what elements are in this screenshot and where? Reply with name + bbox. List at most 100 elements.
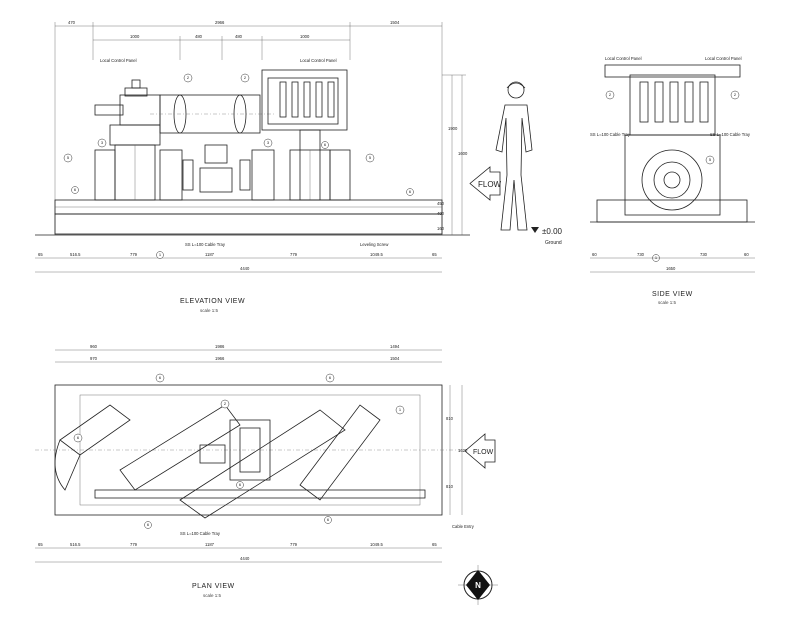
dim-elev-right-4: 400 bbox=[437, 211, 445, 216]
dim-plan-bottom-6: 1049.5 bbox=[370, 542, 383, 547]
elevation-bubbles: 2 2 3 3 5 5 6 6 1 6 bbox=[63, 73, 414, 259]
plan-bottom-dimensions: 65 516.5 779 1187 779 1049.5 65 4440 bbox=[35, 542, 442, 563]
bubble: 2 bbox=[244, 75, 247, 80]
dim-elev-right-3: 450 bbox=[437, 201, 445, 206]
elevation-view-scale: scale 1:5 bbox=[200, 308, 219, 313]
elevation-view: 470 2966 1504 1000 480 480 1000 Local Co… bbox=[35, 20, 563, 313]
dim-plan-bottom-5: 779 bbox=[290, 542, 298, 547]
dim-elev-bottom-2: 516.5 bbox=[70, 252, 81, 257]
elevation-pipe bbox=[150, 94, 275, 134]
plan-bubbles: 6 6 6 1 2 6 6 6 bbox=[73, 373, 405, 529]
side-dimensions: 60 730 730 60 1650 bbox=[590, 252, 755, 273]
side-cable-tray-left: SS L=100 Cable Tray bbox=[590, 132, 631, 137]
bubble: 1 bbox=[159, 252, 162, 257]
side-local-control-panel-left: Local Control Panel bbox=[605, 56, 642, 61]
bubble: 6 bbox=[409, 189, 412, 194]
plan-cable-entry-label: Cable Entry bbox=[452, 524, 475, 529]
dim-elev-right-1: 1900 bbox=[448, 126, 458, 131]
bubble: 6 bbox=[74, 187, 77, 192]
plan-flow-arrow-icon: FLOW bbox=[464, 433, 496, 469]
dim-plan-top2-1: 970 bbox=[90, 356, 98, 361]
dim-plan-top2-3: 1504 bbox=[390, 356, 400, 361]
dim-side-bottom-4: 60 bbox=[744, 252, 749, 257]
dim-elev-bottom-1: 65 bbox=[38, 252, 43, 257]
side-view-scale: scale 1:5 bbox=[658, 300, 677, 305]
dim-side-total: 1650 bbox=[666, 266, 676, 271]
dim-elev-right-2: 1600 bbox=[458, 151, 468, 156]
dim-elev-top-2: 2966 bbox=[215, 20, 225, 25]
elevation-flanges bbox=[94, 144, 351, 201]
bubble: 5 bbox=[369, 155, 372, 160]
elevation-top-dimensions: 470 2966 1504 1000 480 480 1000 bbox=[54, 20, 443, 235]
dim-plan-top1-2: 1986 bbox=[215, 344, 225, 349]
bubble: 6 bbox=[327, 517, 330, 522]
bubble: 2 bbox=[224, 401, 227, 406]
side-flange bbox=[624, 134, 721, 216]
dim-elev-top-1: 470 bbox=[68, 20, 76, 25]
bubble: 5 bbox=[709, 157, 712, 162]
bubble: 6 bbox=[324, 142, 327, 147]
flow-arrow-icon: FLOW bbox=[469, 166, 502, 201]
side-view: Local Control Panel Local Control Panel … bbox=[590, 56, 755, 305]
dim-elev-second-1: 1000 bbox=[130, 34, 140, 39]
north-arrow-icon: N bbox=[458, 565, 498, 605]
dim-side-bottom-3: 730 bbox=[700, 252, 708, 257]
elev-flow-label: FLOW bbox=[478, 180, 502, 189]
bubble: 2 bbox=[734, 92, 737, 97]
side-skid bbox=[596, 199, 748, 223]
elev-local-control-panel-left: Local Control Panel bbox=[100, 58, 137, 63]
dim-elev-bottom-6: 1049.5 bbox=[370, 252, 383, 257]
ground-level-label: ±0.00 bbox=[542, 227, 563, 236]
dim-elev-bottom-5: 779 bbox=[290, 252, 298, 257]
bubble: 6 bbox=[147, 522, 150, 527]
bubble: 6 bbox=[239, 482, 242, 487]
bubble: 1 bbox=[655, 255, 658, 260]
plan-flow-label: FLOW bbox=[473, 449, 494, 456]
dim-elev-bottom-3: 779 bbox=[130, 252, 138, 257]
side-bubbles: 2 2 5 1 bbox=[605, 90, 740, 262]
dim-plan-top1-1: 960 bbox=[90, 344, 98, 349]
plan-top-dimensions: 960 1986 1494 970 1966 1504 bbox=[55, 344, 442, 363]
dim-elev-second-3: 480 bbox=[235, 34, 243, 39]
side-local-control-panel-right: Local Control Panel bbox=[705, 56, 742, 61]
dim-plan-top1-3: 1494 bbox=[390, 344, 400, 349]
elevation-right-control-panel bbox=[261, 69, 348, 201]
bubble: 6 bbox=[77, 435, 80, 440]
north-label: N bbox=[475, 581, 481, 590]
dim-plan-bottom-4: 1187 bbox=[205, 542, 215, 547]
dim-plan-total: 4440 bbox=[240, 556, 250, 561]
bubble: 3 bbox=[101, 140, 104, 145]
plan-view-scale: scale 1:5 bbox=[203, 593, 222, 598]
dim-plan-right-3: 810 bbox=[446, 484, 454, 489]
bubble: 6 bbox=[329, 375, 332, 380]
elev-cable-tray-label: SS L=100 Cable Tray bbox=[185, 242, 226, 247]
elevation-right-dimensions: 1900 1600 450 400 160 bbox=[437, 74, 468, 235]
dim-side-bottom-2: 730 bbox=[637, 252, 645, 257]
human-figure-icon bbox=[495, 81, 533, 231]
dim-plan-bottom-1: 65 bbox=[38, 542, 43, 547]
bubble: 2 bbox=[187, 75, 190, 80]
elev-local-control-panel-right: Local Control Panel bbox=[300, 58, 337, 63]
plan-cable-tray-label: SS L=100 Cable Tray bbox=[180, 531, 221, 536]
plan-pipe-assembly bbox=[54, 404, 426, 519]
bubble: 1 bbox=[399, 407, 402, 412]
side-view-title: SIDE VIEW bbox=[652, 291, 693, 298]
dim-elev-second-4: 1000 bbox=[300, 34, 310, 39]
bubble: 2 bbox=[609, 92, 612, 97]
dim-plan-right-2: 1620 bbox=[458, 448, 468, 453]
dim-plan-top2-2: 1966 bbox=[215, 356, 225, 361]
elev-leveling-screw-label: Leveling Screw bbox=[360, 242, 389, 247]
dim-elev-top-3: 1504 bbox=[390, 20, 400, 25]
dim-elev-bottom-7: 65 bbox=[432, 252, 437, 257]
elevation-view-title: ELEVATION VIEW bbox=[180, 298, 245, 305]
ground-marker: ±0.00 Ground bbox=[531, 227, 563, 246]
dim-elev-bottom-4: 1187 bbox=[205, 252, 215, 257]
side-cable-tray-right: SS L=100 Cable Tray bbox=[710, 132, 751, 137]
dim-plan-bottom-7: 65 bbox=[432, 542, 437, 547]
elevation-bottom-dimensions: 65 516.5 779 1187 779 1049.5 65 4440 bbox=[35, 252, 442, 273]
bubble: 3 bbox=[267, 140, 270, 145]
dim-plan-right-1: 810 bbox=[446, 416, 454, 421]
dim-elev-second-2: 480 bbox=[195, 34, 203, 39]
bubble: 6 bbox=[159, 375, 162, 380]
